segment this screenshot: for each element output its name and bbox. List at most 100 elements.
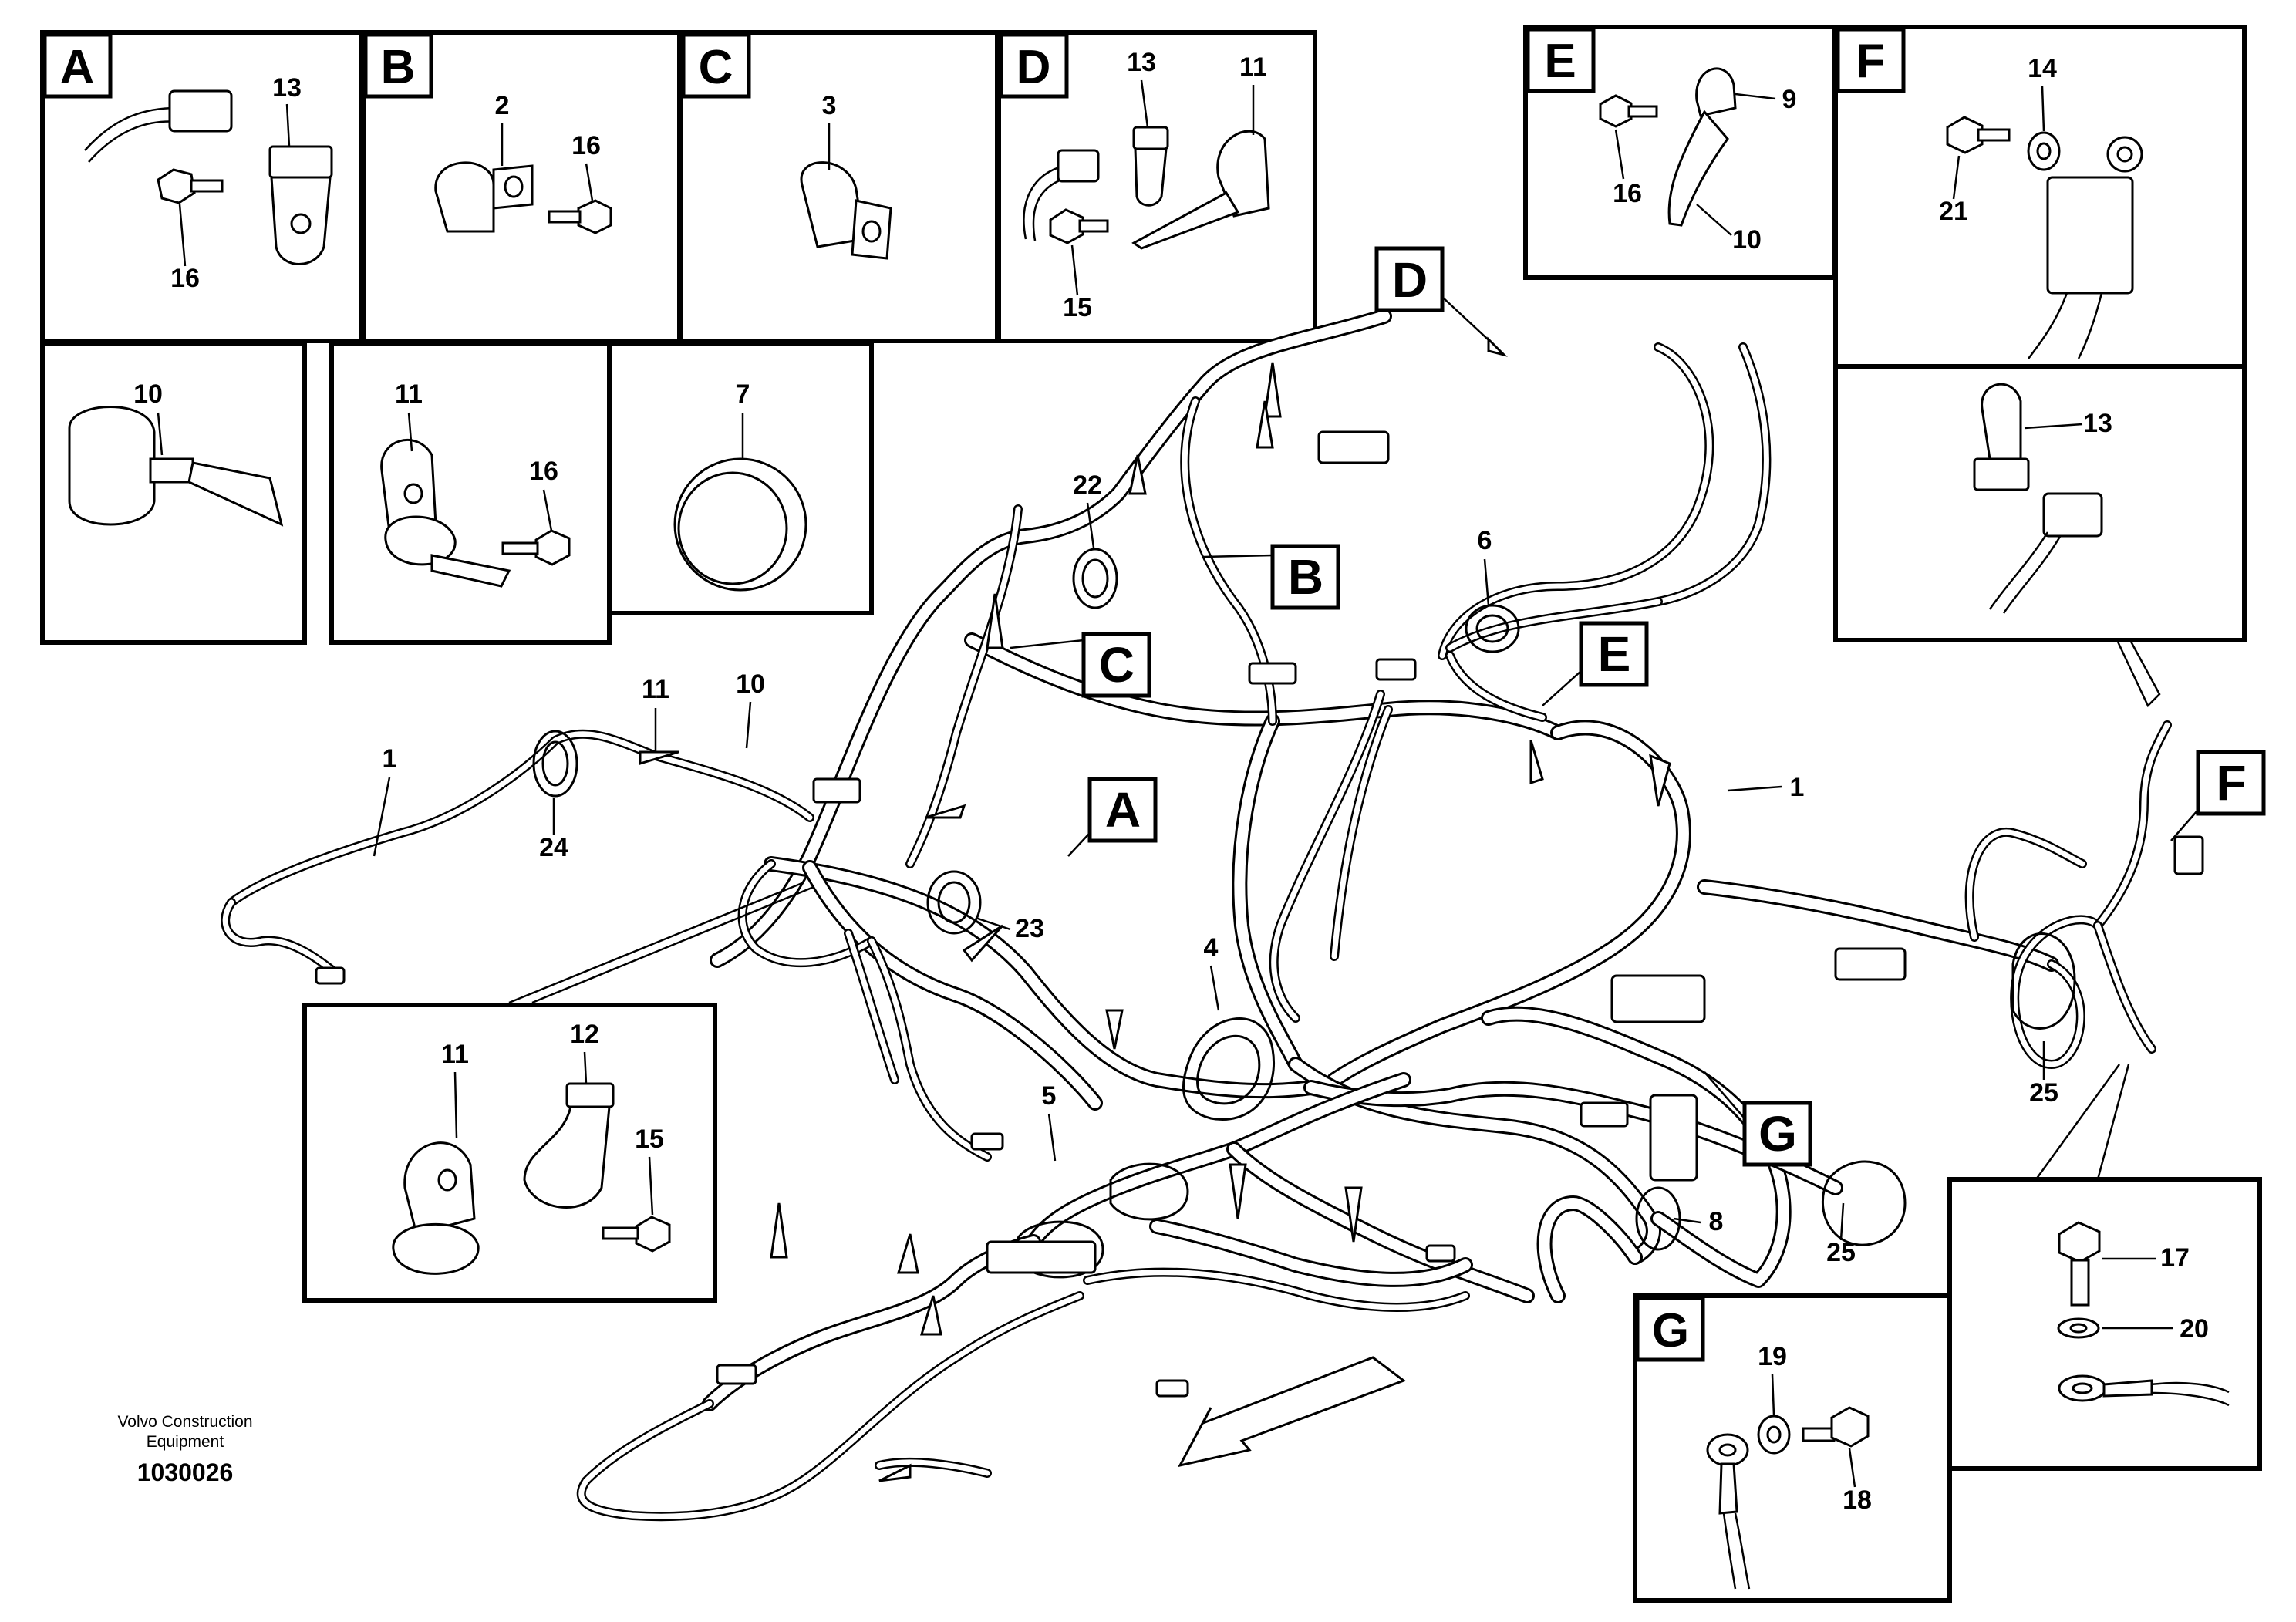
ring-terminal-icon (2058, 1374, 2230, 1407)
detail-panel-c: C 3 (679, 30, 1000, 343)
detail-panel-part-11-12-15: 11 12 15 (302, 882, 814, 1303)
p-clamp-icon (434, 161, 534, 233)
detail-panel-part-17-20: 17 20 (1947, 1064, 2262, 1471)
svg-text:13: 13 (2083, 409, 2112, 438)
detail-panel-part-7: 7 (607, 341, 874, 615)
svg-text:25: 25 (2029, 1078, 2058, 1108)
callout-g: G (1704, 1071, 1812, 1167)
svg-text:20: 20 (2180, 1314, 2209, 1344)
grommet-5-icon (1017, 1162, 1189, 1279)
svg-text:A: A (60, 41, 95, 94)
svg-text:17: 17 (2160, 1243, 2190, 1273)
svg-text:11: 11 (441, 1040, 469, 1069)
washer-icon (1757, 1415, 1791, 1455)
svg-text:24: 24 (539, 833, 568, 862)
svg-text:B: B (1288, 549, 1323, 605)
svg-text:5: 5 (1042, 1081, 1057, 1111)
svg-text:10: 10 (1732, 225, 1762, 255)
washer-icon (2027, 131, 2061, 171)
cable-tie-icon (68, 406, 284, 527)
connector-icons (315, 430, 2204, 1398)
svg-text:13: 13 (1127, 48, 1156, 77)
callout-f: F (2170, 750, 2266, 841)
detail-panel-e: E 9 16 10 (1523, 25, 1836, 280)
svg-text:G: G (1758, 1106, 1797, 1162)
grommet-6-icon (1465, 604, 1520, 653)
svg-text:10: 10 (736, 669, 765, 699)
svg-text:G: G (1652, 1304, 1689, 1357)
detail-panel-f: F 14 21 (1833, 25, 2247, 369)
bolt-icon (2058, 1221, 2101, 1307)
svg-text:19: 19 (1758, 1342, 1787, 1371)
svg-text:D: D (1017, 41, 1051, 94)
cable-tie-icons (639, 362, 1671, 1482)
svg-text:4: 4 (1204, 933, 1219, 963)
svg-text:F: F (2216, 755, 2246, 811)
callout-d: D (1374, 246, 1508, 357)
bolt-icon (602, 1216, 671, 1253)
detail-panel-part-11: 11 16 (329, 341, 612, 645)
connector-icon (168, 89, 233, 133)
caption: Volvo Construction Equipment 1030026 (117, 1413, 252, 1486)
detail-panel-g: G 19 18 (1633, 1293, 1952, 1603)
svg-text:C: C (1099, 637, 1135, 693)
detail-panel-a: A 13 16 (40, 30, 364, 343)
bolt-icon (1049, 208, 1109, 244)
svg-text:16: 16 (529, 457, 558, 486)
clip-icon (1973, 383, 2030, 491)
svg-text:16: 16 (571, 131, 601, 160)
svg-text:E: E (1598, 626, 1631, 682)
svg-text:D: D (1392, 252, 1428, 308)
clip-icon (1132, 126, 1169, 207)
svg-text:C: C (699, 41, 733, 94)
svg-text:11: 11 (395, 379, 423, 409)
svg-text:23: 23 (1015, 914, 1044, 943)
svg-text:12: 12 (570, 1020, 599, 1049)
svg-text:25: 25 (1826, 1238, 1856, 1267)
drawing-id: 1030026 (137, 1458, 234, 1486)
callout-e: E (1542, 621, 1649, 706)
svg-text:15: 15 (635, 1125, 664, 1154)
connector-icon (1057, 149, 1100, 183)
svg-text:1: 1 (1790, 773, 1805, 802)
svg-text:18: 18 (1843, 1485, 1872, 1515)
bolt-icon (1946, 116, 2011, 154)
clip-icon (523, 1082, 615, 1209)
svg-text:1: 1 (383, 744, 397, 774)
ring-terminal-icon (1706, 1433, 1751, 1590)
grommet-22-icon (1072, 548, 1118, 609)
part-labels: 1 24 11 10 22 23 6 1 4 5 8 25 25 (373, 470, 2058, 1267)
svg-text:22: 22 (1073, 470, 1102, 500)
callout-c: C (1010, 632, 1151, 698)
connector-icon (1988, 492, 2103, 614)
svg-text:B: B (381, 41, 416, 94)
svg-text:16: 16 (1613, 179, 1642, 208)
svg-text:3: 3 (822, 91, 837, 120)
grommet-25-icon (1821, 932, 2076, 1246)
bolt-icon (548, 199, 612, 234)
svg-text:11: 11 (1239, 52, 1267, 82)
svg-text:8: 8 (1709, 1207, 1724, 1236)
svg-text:10: 10 (133, 379, 163, 409)
svg-text:13: 13 (272, 73, 302, 103)
grommet-24-icon (532, 730, 578, 798)
svg-text:6: 6 (1478, 526, 1492, 555)
grommet-23-icon (926, 870, 982, 935)
svg-text:14: 14 (2028, 54, 2057, 83)
svg-text:21: 21 (1939, 197, 1968, 226)
bolt-icon (157, 168, 224, 204)
bolt-icon (1802, 1406, 1870, 1448)
washer-icon (2057, 1317, 2100, 1339)
svg-text:11: 11 (642, 675, 669, 704)
company-line-2: Equipment (147, 1433, 224, 1451)
callout-b: B (1202, 544, 1340, 610)
p-clip-icon (392, 1141, 480, 1275)
detail-panel-part-13: 13 (1833, 364, 2247, 642)
detail-panel-d: D 13 11 15 (996, 30, 1317, 343)
main-harness (221, 309, 2204, 1522)
svg-text:E: E (1544, 35, 1576, 88)
svg-text:15: 15 (1063, 293, 1092, 322)
bolt-icon (1599, 94, 1658, 128)
p-clip-icon (1667, 67, 1737, 227)
